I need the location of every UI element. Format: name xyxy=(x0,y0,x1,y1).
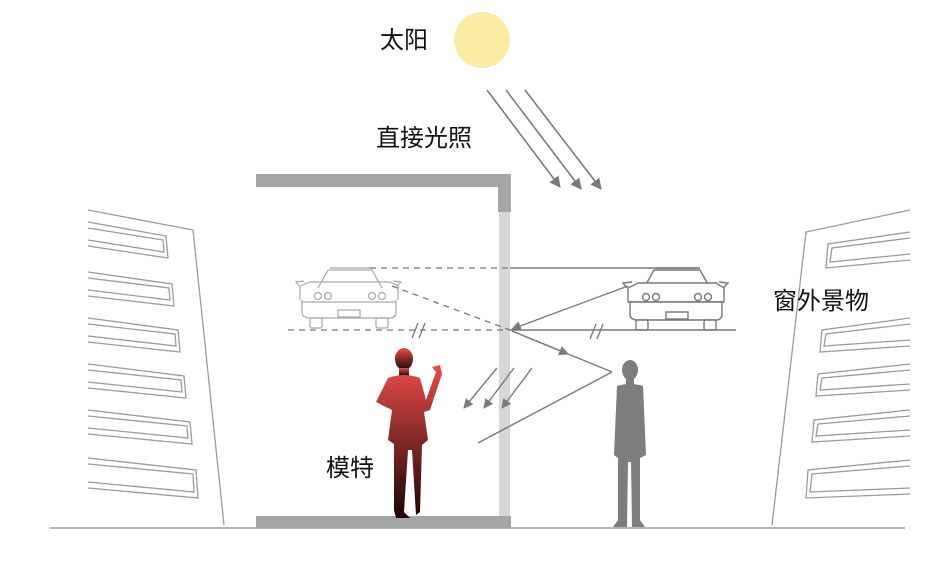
direct-light-rays xyxy=(486,89,602,190)
observer-silhouette xyxy=(613,360,646,527)
transmitted-light-rays xyxy=(463,367,533,409)
outside-scene-label: 窗外景物 xyxy=(773,287,869,315)
room-wall-top xyxy=(498,174,511,212)
reflected-car-icon xyxy=(294,267,403,329)
parallel-marks xyxy=(411,322,604,340)
model-silhouette xyxy=(376,348,442,518)
reflected-ray-arrow xyxy=(511,330,569,356)
sun-label: 太阳 xyxy=(380,26,428,54)
left-building xyxy=(87,209,225,526)
room-ceiling xyxy=(256,174,511,187)
right-building xyxy=(771,209,911,526)
sun-icon xyxy=(454,12,510,68)
direct-light-label: 直接光照 xyxy=(376,124,472,152)
car-icon xyxy=(621,267,730,331)
glass-window xyxy=(499,212,510,517)
room-floor xyxy=(256,516,511,528)
reflection-dashed-lines xyxy=(288,267,511,331)
model-label: 模特 xyxy=(326,454,374,482)
